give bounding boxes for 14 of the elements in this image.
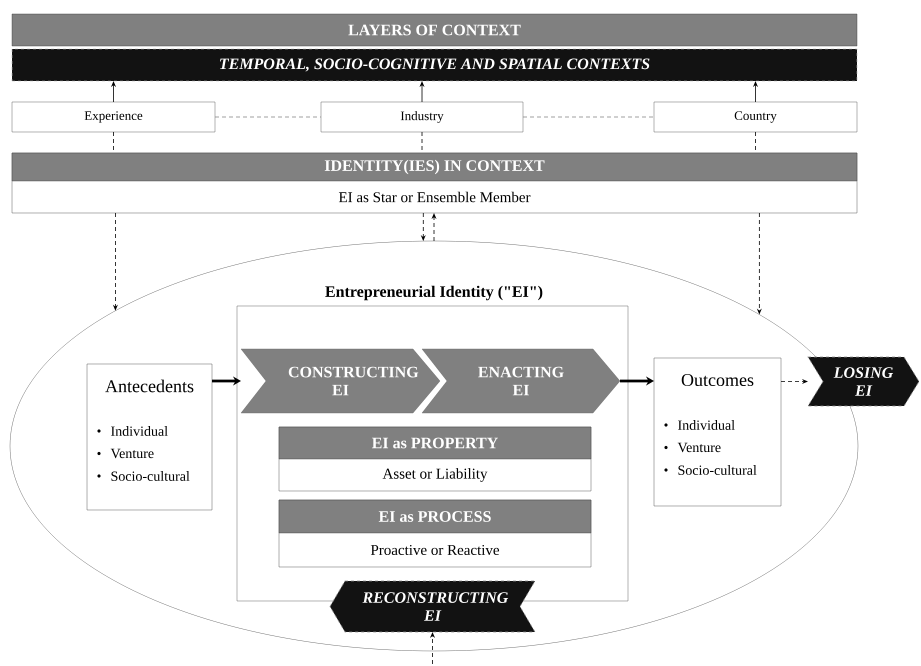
list-box: Antecedents Individual Venture Socio-cultural [86, 364, 212, 510]
section-box: IDENTITY(IES) IN CONTEXT EI as Star or Ensemble Member [12, 152, 858, 214]
banner-tag: LOSING EI [807, 356, 920, 406]
section-box: EI as PROPERTY Asset or Liability [278, 426, 592, 492]
section-box: EI as PROCESS Proactive or Reactive [278, 500, 592, 568]
context-band: TEMPORAL, SOCIO-COGNITIVE AND SPATIAL CONTEXTS [12, 48, 858, 82]
label-box: Country [654, 102, 858, 132]
label-box: Industry [320, 102, 524, 132]
header-band: LAYERS OF CONTEXT [12, 14, 858, 46]
dotted-line [522, 116, 654, 118]
dotted-line [214, 116, 322, 118]
banner-tag: RECONSTRUCTING EI [330, 580, 536, 632]
list-box: Outcomes Individual Venture Socio-cultural [654, 358, 782, 506]
label-box: Experience [12, 102, 216, 132]
